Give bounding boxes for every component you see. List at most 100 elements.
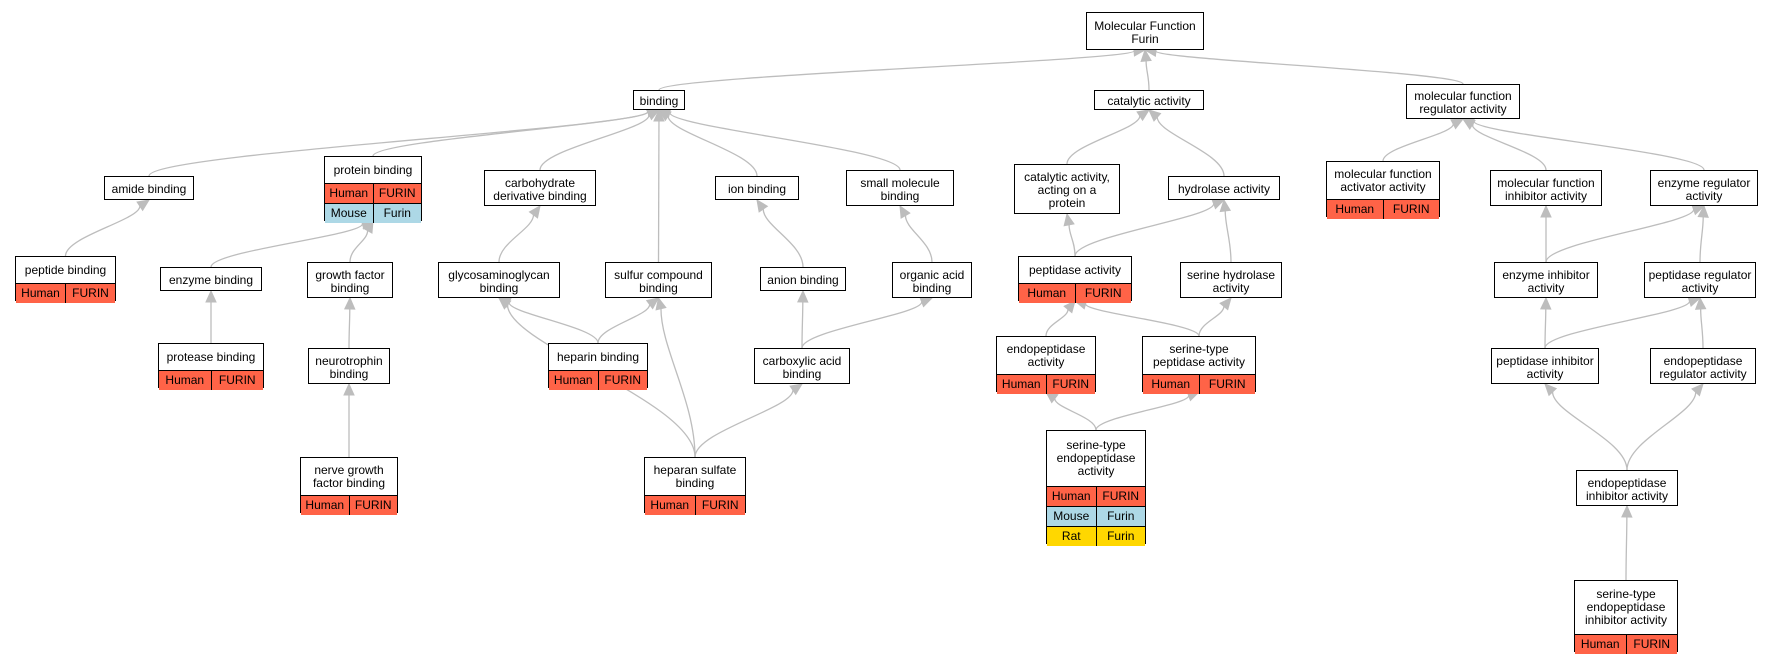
species-name: Human [1151, 377, 1191, 391]
term-label-line: catalytic activity [1107, 94, 1191, 108]
term-label-line: binding [782, 366, 822, 381]
arrowhead [756, 199, 769, 213]
term-label-line: sulfur compound [614, 267, 703, 282]
edge-carbo-to-binding [539, 114, 650, 171]
edge-serendo-to-endopep [1054, 398, 1097, 431]
species-row-human: Human FURIN [159, 370, 263, 390]
arrowhead [1063, 212, 1075, 227]
edge-endoreg-to-pepreg [1700, 308, 1704, 349]
term-label-line: endopeptidase [1587, 475, 1667, 490]
edge-serendoinh-to-endoinh [1625, 516, 1628, 581]
edge-pepinh-to-enzinh [1544, 308, 1547, 349]
term-label-line: enzyme inhibitor [1502, 267, 1590, 282]
arrowhead [1691, 383, 1704, 397]
term-label-line: inhibitor activity [1504, 188, 1588, 203]
term-label-line: serine hydrolase [1186, 267, 1276, 282]
arrowhead [1540, 204, 1552, 218]
edge-enzbind-to-prot [210, 223, 364, 268]
term-label: protease binding [159, 344, 263, 370]
edge-pepact-to-hydro [1074, 203, 1215, 257]
term-label-line: regulator activity [1419, 102, 1507, 116]
edge-hydro-to-cat [1156, 117, 1225, 177]
term-label-line: activator activity [1340, 179, 1426, 194]
term-label-line: activity [1681, 280, 1719, 295]
species-name: Human [1027, 286, 1067, 300]
term-label-line: neurotrophin [315, 353, 383, 368]
term-label-line: hydrolase activity [1177, 182, 1271, 196]
gene-symbol: FURIN [210, 371, 264, 390]
term-label: anion binding [761, 268, 845, 293]
term-label-line: protein binding [333, 162, 413, 177]
species-name: Mouse [330, 206, 367, 220]
arrowhead [362, 219, 374, 234]
term-label-line: peptidase regulator [1648, 267, 1752, 282]
term-label: protein binding [325, 157, 421, 183]
edge-enzreg-to-mfreg [1473, 120, 1705, 171]
term-label-line: peptidase activity [1028, 262, 1122, 277]
term-label-line: enzyme binding [168, 273, 254, 287]
term-label-line: factor binding [312, 475, 386, 490]
edge-carbox-to-anion [801, 301, 804, 349]
edge-endoinh-to-pepinh [1551, 391, 1628, 471]
gene-symbol: FURIN [1095, 487, 1146, 506]
term-label-line: heparin binding [556, 349, 640, 364]
term-label-line: Furin [1131, 31, 1159, 46]
arrowhead [1621, 504, 1633, 518]
arrowhead [1136, 109, 1151, 122]
term-label: peptidase activity [1019, 257, 1131, 283]
term-label-line: acting on a [1037, 183, 1097, 197]
arrowhead [1219, 198, 1232, 213]
edge-pepact-to-catprot [1068, 224, 1076, 257]
term-label: amide binding [105, 177, 193, 202]
term-label-line: protein [1048, 196, 1086, 210]
term-label-line: activity [1077, 464, 1115, 478]
edge-organic-to-smallmol [904, 215, 933, 263]
edge-binding-to-mf [658, 50, 1135, 91]
species-name: Human [1580, 637, 1620, 651]
term-label: heparin binding [549, 344, 647, 370]
term-label-line: binding [912, 280, 952, 295]
term-label-line: binding [329, 366, 369, 381]
species-name: Human [1335, 202, 1375, 216]
term-label-line: activity [1027, 354, 1065, 369]
term-label-line: amide binding [111, 182, 187, 196]
arrowhead [653, 108, 665, 122]
edge-mfreg-to-mf [1155, 50, 1464, 85]
edge-heparin-to-sulfur [597, 304, 651, 344]
term-label: binding [634, 91, 684, 112]
term-label-line: molecular function [1497, 175, 1595, 190]
species-name: Human [165, 373, 205, 387]
gene-symbol: FURIN [1382, 200, 1440, 219]
gene-symbol: FURIN [372, 184, 422, 203]
gene-symbol: FURIN [597, 371, 648, 390]
edge-serpep-to-serhyd [1198, 306, 1225, 337]
term-label-line: activity [1527, 280, 1565, 295]
